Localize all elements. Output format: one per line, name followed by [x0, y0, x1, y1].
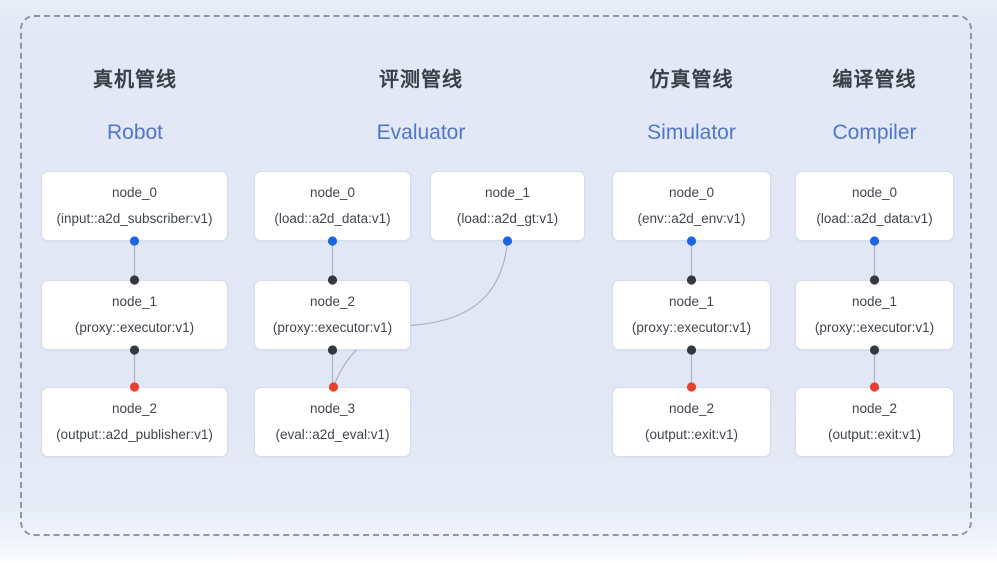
pipeline-title-zh-simulator: 仿真管线: [649, 69, 734, 91]
node-title: node_1: [851, 294, 898, 309]
node-box-simulator-node2: node_2 (output::exit:v1): [612, 387, 771, 457]
node-impl: (load::a2d_data:v1): [816, 211, 933, 226]
node-title: node_0: [851, 185, 898, 200]
node-box-robot-node1: node_1 (proxy::executor:v1): [41, 280, 228, 350]
node-box-compiler-node2: node_2 (output::exit:v1): [795, 387, 954, 457]
node-title: node_0: [111, 185, 158, 200]
pipeline-title-en-evaluator: Evaluator: [376, 121, 466, 144]
node-title: node_0: [309, 185, 356, 200]
dashed-boundary: [20, 15, 972, 536]
node-impl: (input::a2d_subscriber:v1): [56, 211, 213, 226]
node-impl: (proxy::executor:v1): [272, 320, 393, 335]
pipeline-title-en-robot: Robot: [106, 121, 164, 144]
node-title: node_2: [111, 401, 158, 416]
pipeline-title-zh-robot: 真机管线: [93, 69, 177, 91]
node-impl: (proxy::executor:v1): [814, 320, 935, 335]
node-title: node_0: [668, 185, 715, 200]
node-box-robot-node0: node_0 (input::a2d_subscriber:v1): [41, 171, 228, 241]
node-box-evaluator-node1: node_1 (load::a2d_gt:v1): [430, 171, 585, 241]
node-impl: (output::exit:v1): [827, 427, 922, 442]
node-box-evaluator-node0: node_0 (load::a2d_data:v1): [254, 171, 411, 241]
node-impl: (output::a2d_publisher:v1): [56, 427, 213, 442]
pipeline-title-en-simulator: Simulator: [647, 121, 736, 144]
node-title: node_1: [668, 294, 715, 309]
node-title: node_2: [668, 401, 715, 416]
node-box-simulator-node0: node_0 (env::a2d_env:v1): [612, 171, 771, 241]
node-impl: (proxy::executor:v1): [74, 320, 195, 335]
node-impl: (eval::a2d_eval:v1): [275, 427, 390, 442]
node-impl: (proxy::executor:v1): [631, 320, 752, 335]
node-title: node_2: [851, 401, 898, 416]
pipeline-title-zh-evaluator: 评测管线: [379, 69, 463, 91]
pipeline-title-zh-compiler: 编译管线: [832, 69, 917, 91]
node-box-compiler-node1: node_1 (proxy::executor:v1): [795, 280, 954, 350]
node-title: node_1: [484, 185, 531, 200]
node-impl: (env::a2d_env:v1): [637, 211, 746, 226]
node-box-simulator-node1: node_1 (proxy::executor:v1): [612, 280, 771, 350]
node-box-evaluator-node2: node_2 (proxy::executor:v1): [254, 280, 411, 350]
node-title: node_2: [309, 294, 356, 309]
node-box-robot-node2: node_2 (output::a2d_publisher:v1): [41, 387, 228, 457]
node-box-compiler-node0: node_0 (load::a2d_data:v1): [795, 171, 954, 241]
node-title: node_1: [111, 294, 158, 309]
pipeline-title-en-compiler: Compiler: [832, 121, 917, 144]
node-impl: (output::exit:v1): [644, 427, 739, 442]
node-box-evaluator-node3: node_3 (eval::a2d_eval:v1): [254, 387, 411, 457]
node-title: node_3: [309, 401, 356, 416]
node-impl: (load::a2d_data:v1): [274, 211, 391, 226]
node-impl: (load::a2d_gt:v1): [456, 211, 559, 226]
